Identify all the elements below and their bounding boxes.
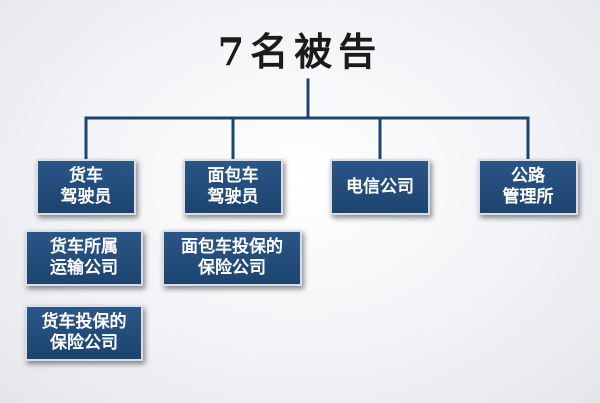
node-van-insurance-company: 面包车投保的 保险公司 <box>162 230 302 286</box>
node-telecom-company: 电信公司 <box>330 159 430 215</box>
node-truck-driver: 货车 驾驶员 <box>36 159 136 215</box>
node-truck-transport-company: 货车所属 运输公司 <box>25 230 143 286</box>
node-van-driver: 面包车 驾驶员 <box>183 159 283 215</box>
node-truck-insurance-company: 货车投保的 保险公司 <box>25 305 143 361</box>
diagram-title: 7名被告 <box>217 29 383 74</box>
node-highway-office: 公路 管理所 <box>478 159 578 215</box>
